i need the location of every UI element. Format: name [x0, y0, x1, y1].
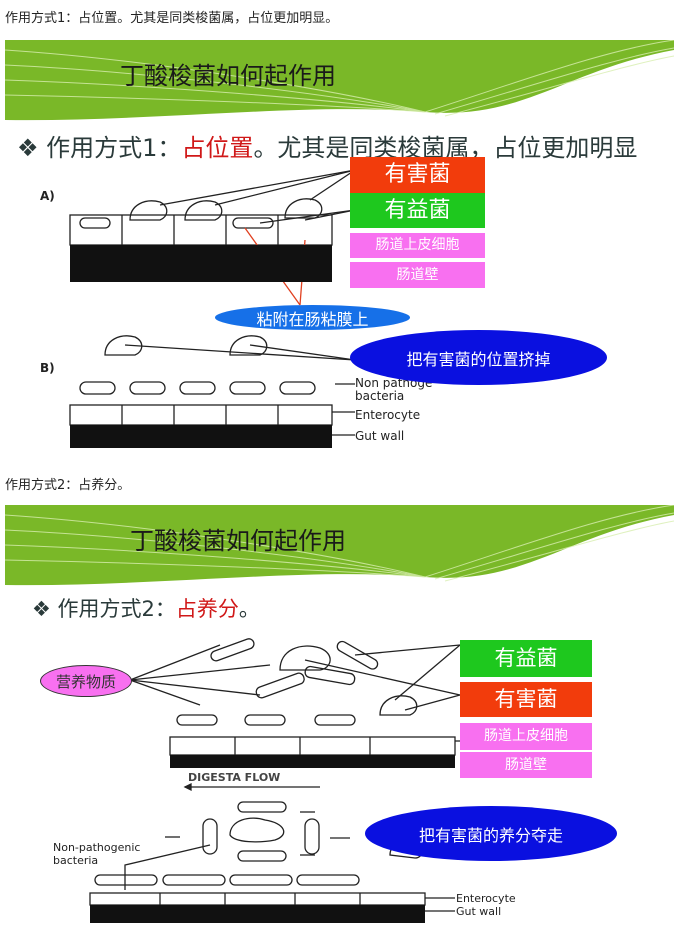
panel-a-label: A) [40, 189, 55, 203]
label-epithelium: 肠道上皮细胞 [460, 723, 592, 750]
slide-header-band [5, 505, 674, 587]
ellipse-nutrients: 营养物质 [40, 665, 132, 697]
nonpath-line2: bacteria [53, 854, 99, 867]
label-enterocyte: Enterocyte [355, 408, 421, 422]
bullet-prefix: 作用方式2： [57, 597, 176, 621]
label-gut-wall: 肠道壁 [460, 752, 592, 778]
ellipse-displace: 把有害菌的位置挤掉 [350, 330, 607, 385]
slide-title: 丁酸梭菌如何起作用 [130, 527, 346, 555]
bullet-prefix: 作用方式1： [46, 134, 182, 162]
digesta-flow-label: DIGESTA FLOW [188, 771, 281, 784]
label-harmful: 有害菌 [350, 157, 485, 193]
diagram-occupation [69, 169, 356, 448]
label-gutwall: Gut wall [456, 905, 502, 918]
panel-b-label: B) [40, 361, 55, 375]
label-beneficial: 有益菌 [460, 640, 592, 677]
bullet-highlight: 占养分 [175, 597, 239, 621]
label-beneficial: 有益菌 [350, 193, 485, 228]
label-harmful: 有害菌 [460, 682, 592, 717]
slide-title: 丁酸梭菌如何起作用 [120, 62, 336, 90]
bullet-highlight: 占位置 [181, 134, 254, 162]
slide-bullet: ❖ 作用方式2：占养分。 [32, 597, 260, 621]
nonpath-line2: bacteria [355, 389, 405, 403]
nonpath-line1: Non-pathogenic [53, 841, 141, 854]
label-enterocyte: Enterocyte [456, 892, 516, 905]
ellipse-adhere: 粘附在肠粘膜上 [215, 305, 410, 330]
caption-method-2: 作用方式2：占养分。 [5, 478, 131, 493]
label-gutwall: Gut wall [355, 429, 405, 443]
slide-header-band [5, 40, 674, 122]
bullet-suffix: 。 [238, 597, 260, 621]
slide-1-image: 丁酸梭菌如何起作用 ❖ 作用方式1：占位置。尤其是同类梭菌属，占位更加明显 A)… [5, 40, 674, 455]
label-epithelium: 肠道上皮细胞 [350, 233, 485, 258]
ellipse-steal: 把有害菌的养分夺走 [365, 806, 617, 861]
slide-2-image: 丁酸梭菌如何起作用 ❖ 作用方式2：占养分。 营养物质 有益菌 [5, 505, 674, 929]
label-gut-wall: 肠道壁 [350, 262, 485, 288]
caption-method-1: 作用方式1：占位置。尤其是同类梭菌属，占位更加明显。 [5, 11, 339, 26]
diagram-nutrients [89, 638, 461, 923]
